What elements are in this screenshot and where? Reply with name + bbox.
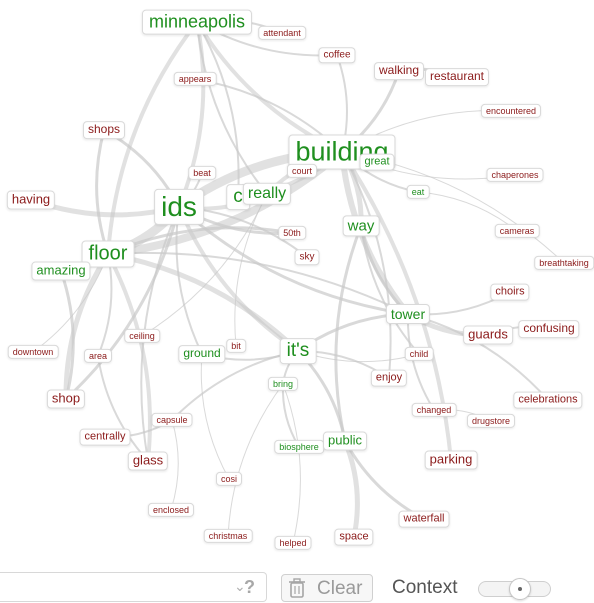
word-node-public[interactable]: public (323, 431, 367, 451)
word-node-christmas[interactable]: christmas (203, 528, 253, 544)
word-node-minneapolis[interactable]: minneapolis (141, 9, 253, 35)
word-node-parking[interactable]: parking (424, 450, 478, 470)
word-node-celebrations[interactable]: celebrations (513, 391, 583, 409)
word-node-bring[interactable]: bring (267, 376, 299, 392)
toggle-knob[interactable] (509, 578, 531, 600)
edge-minneapolis-c (196, 21, 240, 198)
edge-way-public (334, 224, 363, 443)
context-label: Context (392, 577, 458, 598)
word-node-chaperones[interactable]: chaperones (486, 167, 544, 183)
word-node-breathtaking[interactable]: breathtaking (534, 255, 594, 271)
word-node-sky[interactable]: sky (294, 249, 320, 265)
word-node-glass[interactable]: glass (127, 451, 169, 471)
word-node-biosphere[interactable]: biosphere (274, 439, 324, 455)
word-node-helped[interactable]: helped (274, 535, 312, 551)
word-node-centrally[interactable]: centrally (79, 428, 131, 446)
edge-floor-minneapolis (106, 20, 199, 256)
edge-helped-bring (282, 383, 301, 544)
word-node-ids[interactable]: ids (154, 188, 204, 226)
word-node-beat[interactable]: beat (188, 165, 216, 181)
edge-minneapolis-really (196, 21, 268, 195)
word-node-choirs[interactable]: choirs (490, 283, 530, 301)
word-node-cameras[interactable]: cameras (494, 223, 540, 239)
edge-floor-glass (106, 252, 152, 463)
word-node-really[interactable]: really (242, 182, 292, 206)
word-node-waterfall[interactable]: waterfall (398, 510, 450, 528)
word-node-amazing[interactable]: amazing (31, 261, 91, 281)
word-node-tower[interactable]: tower (385, 303, 431, 325)
edge-way-child (360, 225, 420, 355)
edge-tower-changed (406, 313, 435, 411)
chevron-down-icon[interactable]: ⌄ (234, 578, 246, 594)
word-node-having[interactable]: having (6, 190, 56, 210)
edge-shops-floor (95, 128, 110, 256)
edge-enjoy-building (341, 151, 392, 379)
edge-biosphere-bring (281, 383, 300, 448)
edge-bit-really (234, 193, 268, 347)
word-node-coffee[interactable]: coffee (318, 47, 356, 63)
word-node-way[interactable]: way (342, 215, 380, 237)
word-node-eat[interactable]: eat (406, 184, 430, 200)
edge-cosi-ground (200, 353, 230, 480)
word-node-enjoy[interactable]: enjoy (370, 369, 408, 387)
edge-ids-its (177, 205, 300, 353)
word-node-attendant[interactable]: attendant (258, 25, 306, 41)
word-node-enclosed[interactable]: enclosed (147, 502, 195, 518)
edge-christmas-bring (227, 383, 284, 537)
word-node-walking[interactable]: walking (373, 62, 425, 80)
word-node-confusing[interactable]: confusing (518, 320, 580, 338)
edge-enclosed-capsule (170, 419, 179, 511)
edge-floor-tower (107, 251, 409, 315)
word-node-bit[interactable]: bit (226, 338, 246, 354)
edge-area-glass (97, 355, 149, 462)
search-field[interactable]: ⌄ ? (0, 572, 267, 602)
edge-floor-shop (63, 251, 111, 402)
edge-ids-tower (177, 205, 410, 316)
word-node-restaurant[interactable]: restaurant (424, 68, 490, 86)
word-node-capsule[interactable]: capsule (151, 412, 193, 428)
edge-public-space (342, 438, 360, 540)
word-node-area[interactable]: area (83, 348, 113, 364)
word-node-downtown[interactable]: downtown (7, 344, 59, 360)
word-node-ground[interactable]: ground (178, 345, 226, 363)
word-node-encountered[interactable]: encountered (480, 103, 542, 119)
clear-button-label: Clear (317, 578, 363, 599)
edge-layer (28, 18, 565, 544)
word-node-child[interactable]: child (404, 346, 434, 362)
trash-icon (289, 578, 305, 598)
word-node-space[interactable]: space (334, 528, 374, 546)
word-node-cosi[interactable]: cosi (215, 471, 243, 487)
word-node-ceiling[interactable]: ceiling (124, 328, 160, 344)
help-button[interactable]: ? (244, 577, 255, 597)
word-node-shops[interactable]: shops (82, 121, 126, 139)
word-node-changed[interactable]: changed (411, 402, 457, 418)
toolbar: ⌄ ? Clear Context (0, 570, 594, 603)
word-node-its[interactable]: it's (279, 338, 317, 364)
clear-button[interactable]: Clear (281, 574, 373, 602)
word-node-guards[interactable]: guards (463, 325, 513, 345)
word-node-shop[interactable]: shop (46, 389, 86, 409)
edge-amazing-shop (59, 269, 75, 401)
word-node-court[interactable]: court (286, 163, 318, 179)
edge-shop-ids (64, 205, 181, 401)
word-node-floor[interactable]: floor (81, 240, 135, 268)
context-toggle[interactable] (478, 578, 551, 600)
word-node-great[interactable]: great (359, 153, 395, 171)
word-node-appears[interactable]: appears (173, 71, 217, 87)
word-node-drugstore[interactable]: drugstore (466, 413, 516, 429)
word-node-50th[interactable]: 50th (278, 225, 306, 241)
